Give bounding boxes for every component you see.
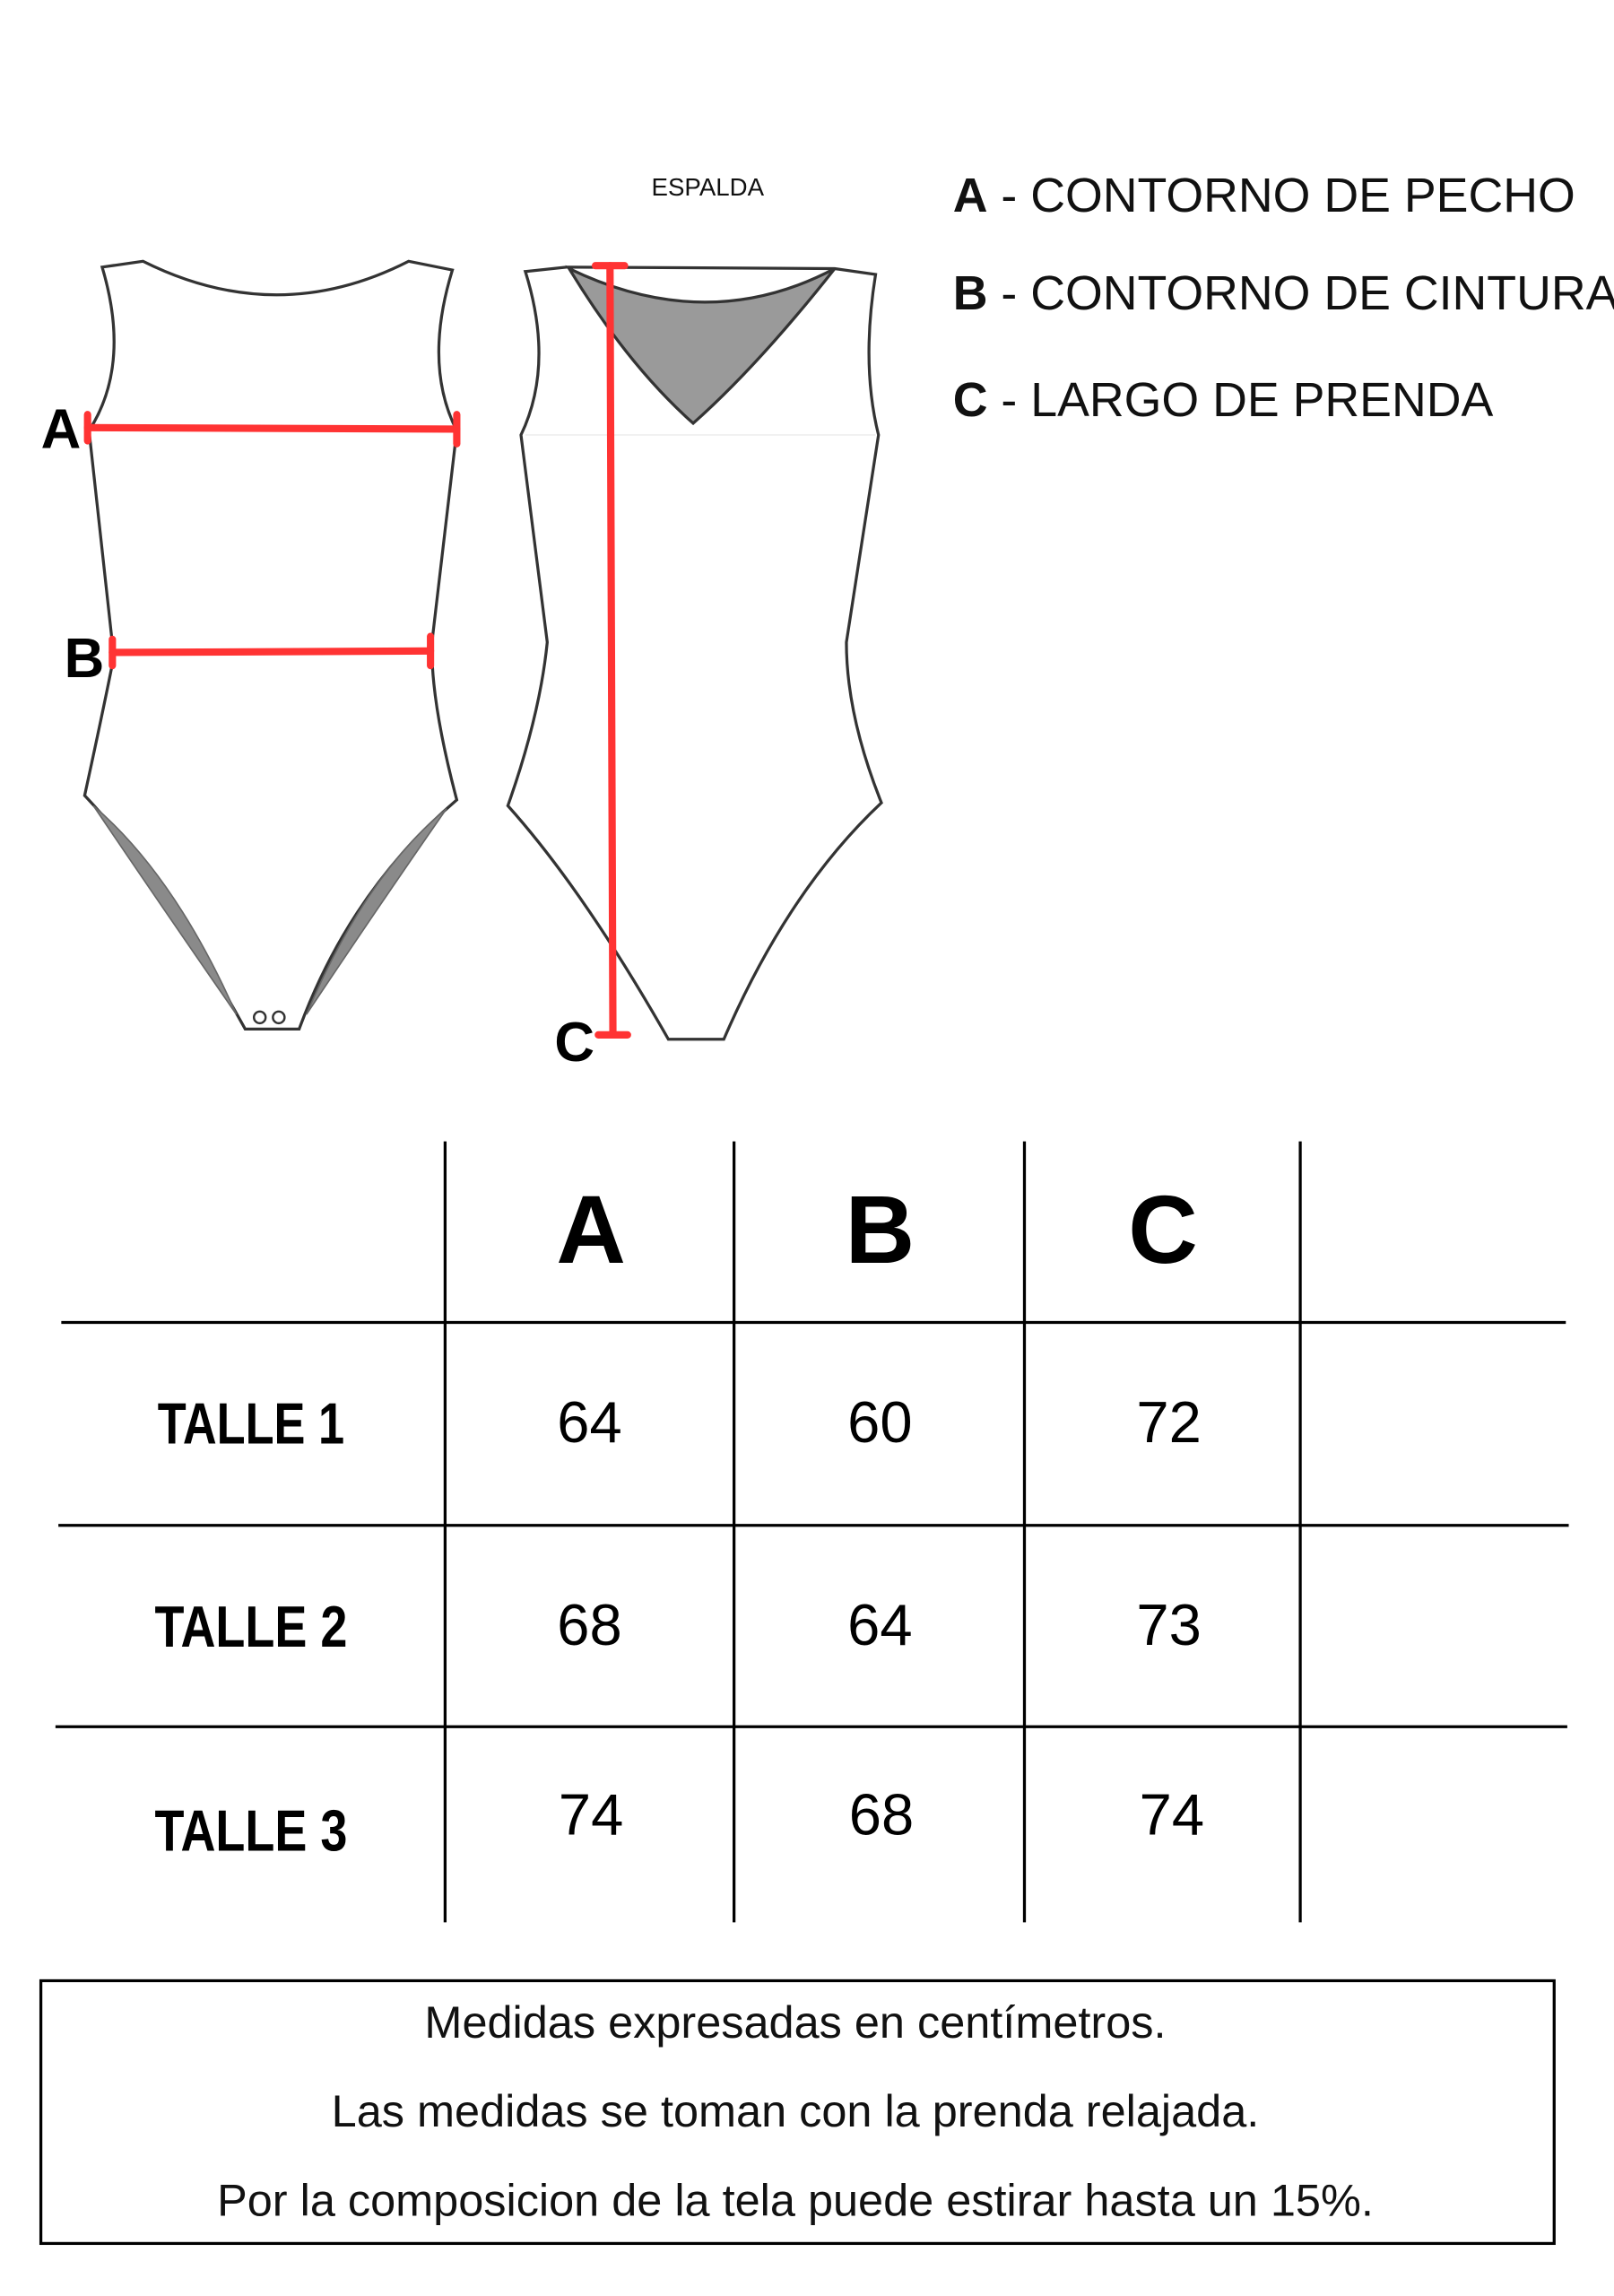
note-line: Por la composicion de la tela puede esti… xyxy=(217,2174,1374,2225)
cell-value: 60 xyxy=(847,1389,912,1455)
note-line: Medidas expresadas en centímetros. xyxy=(424,1996,1166,2048)
column-header-a: A xyxy=(556,1176,626,1283)
size-table: A B C TALLE 1 64 60 72 TALLE 2 68 64 73 … xyxy=(55,1141,1569,1923)
back-view-label: ESPALDA xyxy=(652,173,765,201)
cell-value: 64 xyxy=(557,1389,621,1455)
marker-a: A xyxy=(41,399,82,461)
cell-value: 68 xyxy=(849,1782,914,1848)
measurement-legend: A - CONTORNO DE PECHO B - CONTORNO DE CI… xyxy=(953,169,1614,427)
measure-c-line xyxy=(591,262,631,1039)
legend-item-c: C - LARGO DE PRENDA xyxy=(953,373,1494,427)
table-row: TALLE 2 68 64 73 xyxy=(155,1592,1202,1659)
row-label: TALLE 1 xyxy=(158,1391,344,1457)
marker-c: C xyxy=(554,1012,594,1074)
marker-b: B xyxy=(65,628,105,690)
back-bodysuit-drawing xyxy=(506,265,883,1041)
snap-button-icon xyxy=(252,1010,267,1025)
column-header-c: C xyxy=(1128,1176,1198,1283)
notes-box: Medidas expresadas en centímetros. Las m… xyxy=(39,1979,1556,2246)
cell-value: 74 xyxy=(1140,1782,1204,1848)
cell-value: 68 xyxy=(557,1592,621,1657)
snap-button-icon xyxy=(272,1010,286,1025)
cell-value: 64 xyxy=(847,1592,912,1657)
column-header-b: B xyxy=(846,1176,915,1283)
legend-item-a: A - CONTORNO DE PECHO xyxy=(953,169,1575,222)
front-bodysuit-drawing xyxy=(82,259,459,1031)
table-row: TALLE 3 74 68 74 xyxy=(155,1782,1205,1864)
row-label: TALLE 3 xyxy=(155,1798,348,1864)
row-label: TALLE 2 xyxy=(155,1594,348,1659)
cell-value: 74 xyxy=(559,1782,623,1848)
measure-b-line xyxy=(108,632,435,670)
measure-a-line xyxy=(83,411,461,448)
note-line: Las medidas se toman con la prenda relaj… xyxy=(332,2085,1260,2136)
cell-value: 73 xyxy=(1136,1592,1201,1657)
table-row: TALLE 1 64 60 72 xyxy=(158,1389,1202,1457)
cell-value: 72 xyxy=(1136,1389,1201,1455)
legend-item-b: B - CONTORNO DE CINTURA xyxy=(953,266,1614,320)
